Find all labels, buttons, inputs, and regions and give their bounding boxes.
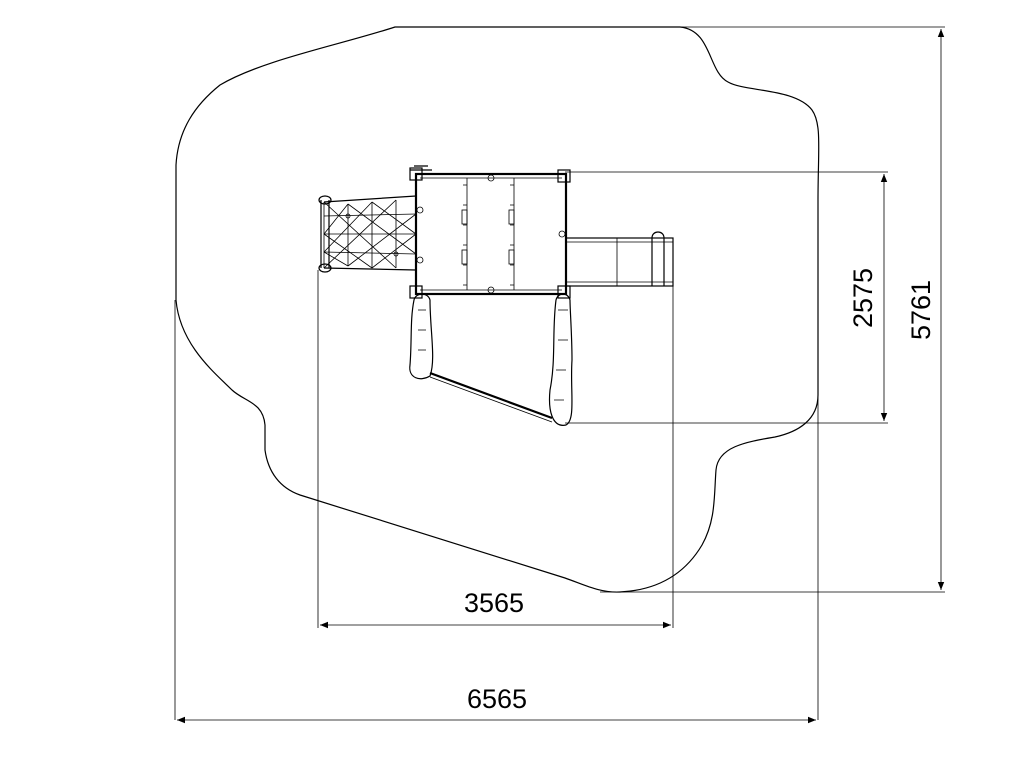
platform-deck bbox=[409, 165, 571, 299]
extension-lines bbox=[174, 26, 945, 720]
net-climber bbox=[318, 195, 417, 273]
safety-zone-outline bbox=[175, 26, 820, 593]
dimension-label-total-depth: 5761 bbox=[906, 280, 936, 340]
slide bbox=[565, 231, 674, 287]
rope-traverse bbox=[409, 293, 573, 426]
dimension-label-inner-width: 3565 bbox=[464, 588, 524, 618]
play-equipment bbox=[318, 165, 674, 426]
dimension-label-total-width: 6565 bbox=[467, 684, 527, 714]
dimension-label-inner-depth: 2575 bbox=[848, 268, 878, 328]
